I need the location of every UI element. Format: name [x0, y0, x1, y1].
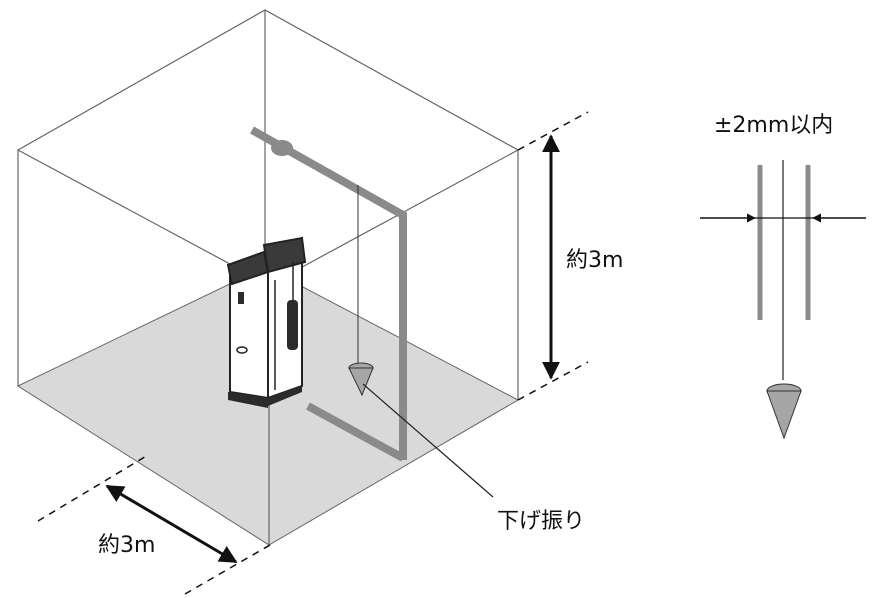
height-label: 約3m: [566, 248, 623, 273]
laser-level-device-icon: [226, 236, 307, 408]
tolerance-detail: [700, 160, 866, 440]
width-dimension: [37, 454, 271, 595]
height-dimension: [517, 111, 589, 401]
laser-lines: [250, 126, 407, 462]
plumb-bob-leader: [362, 383, 494, 498]
laser-ceiling-point: [271, 140, 293, 156]
tolerance-label: ±2mm以内: [714, 113, 833, 138]
plumb-bob-label: 下げ振り: [497, 509, 585, 534]
width-label: 約3m: [98, 533, 155, 558]
plumb-bob-icon: [348, 185, 374, 397]
